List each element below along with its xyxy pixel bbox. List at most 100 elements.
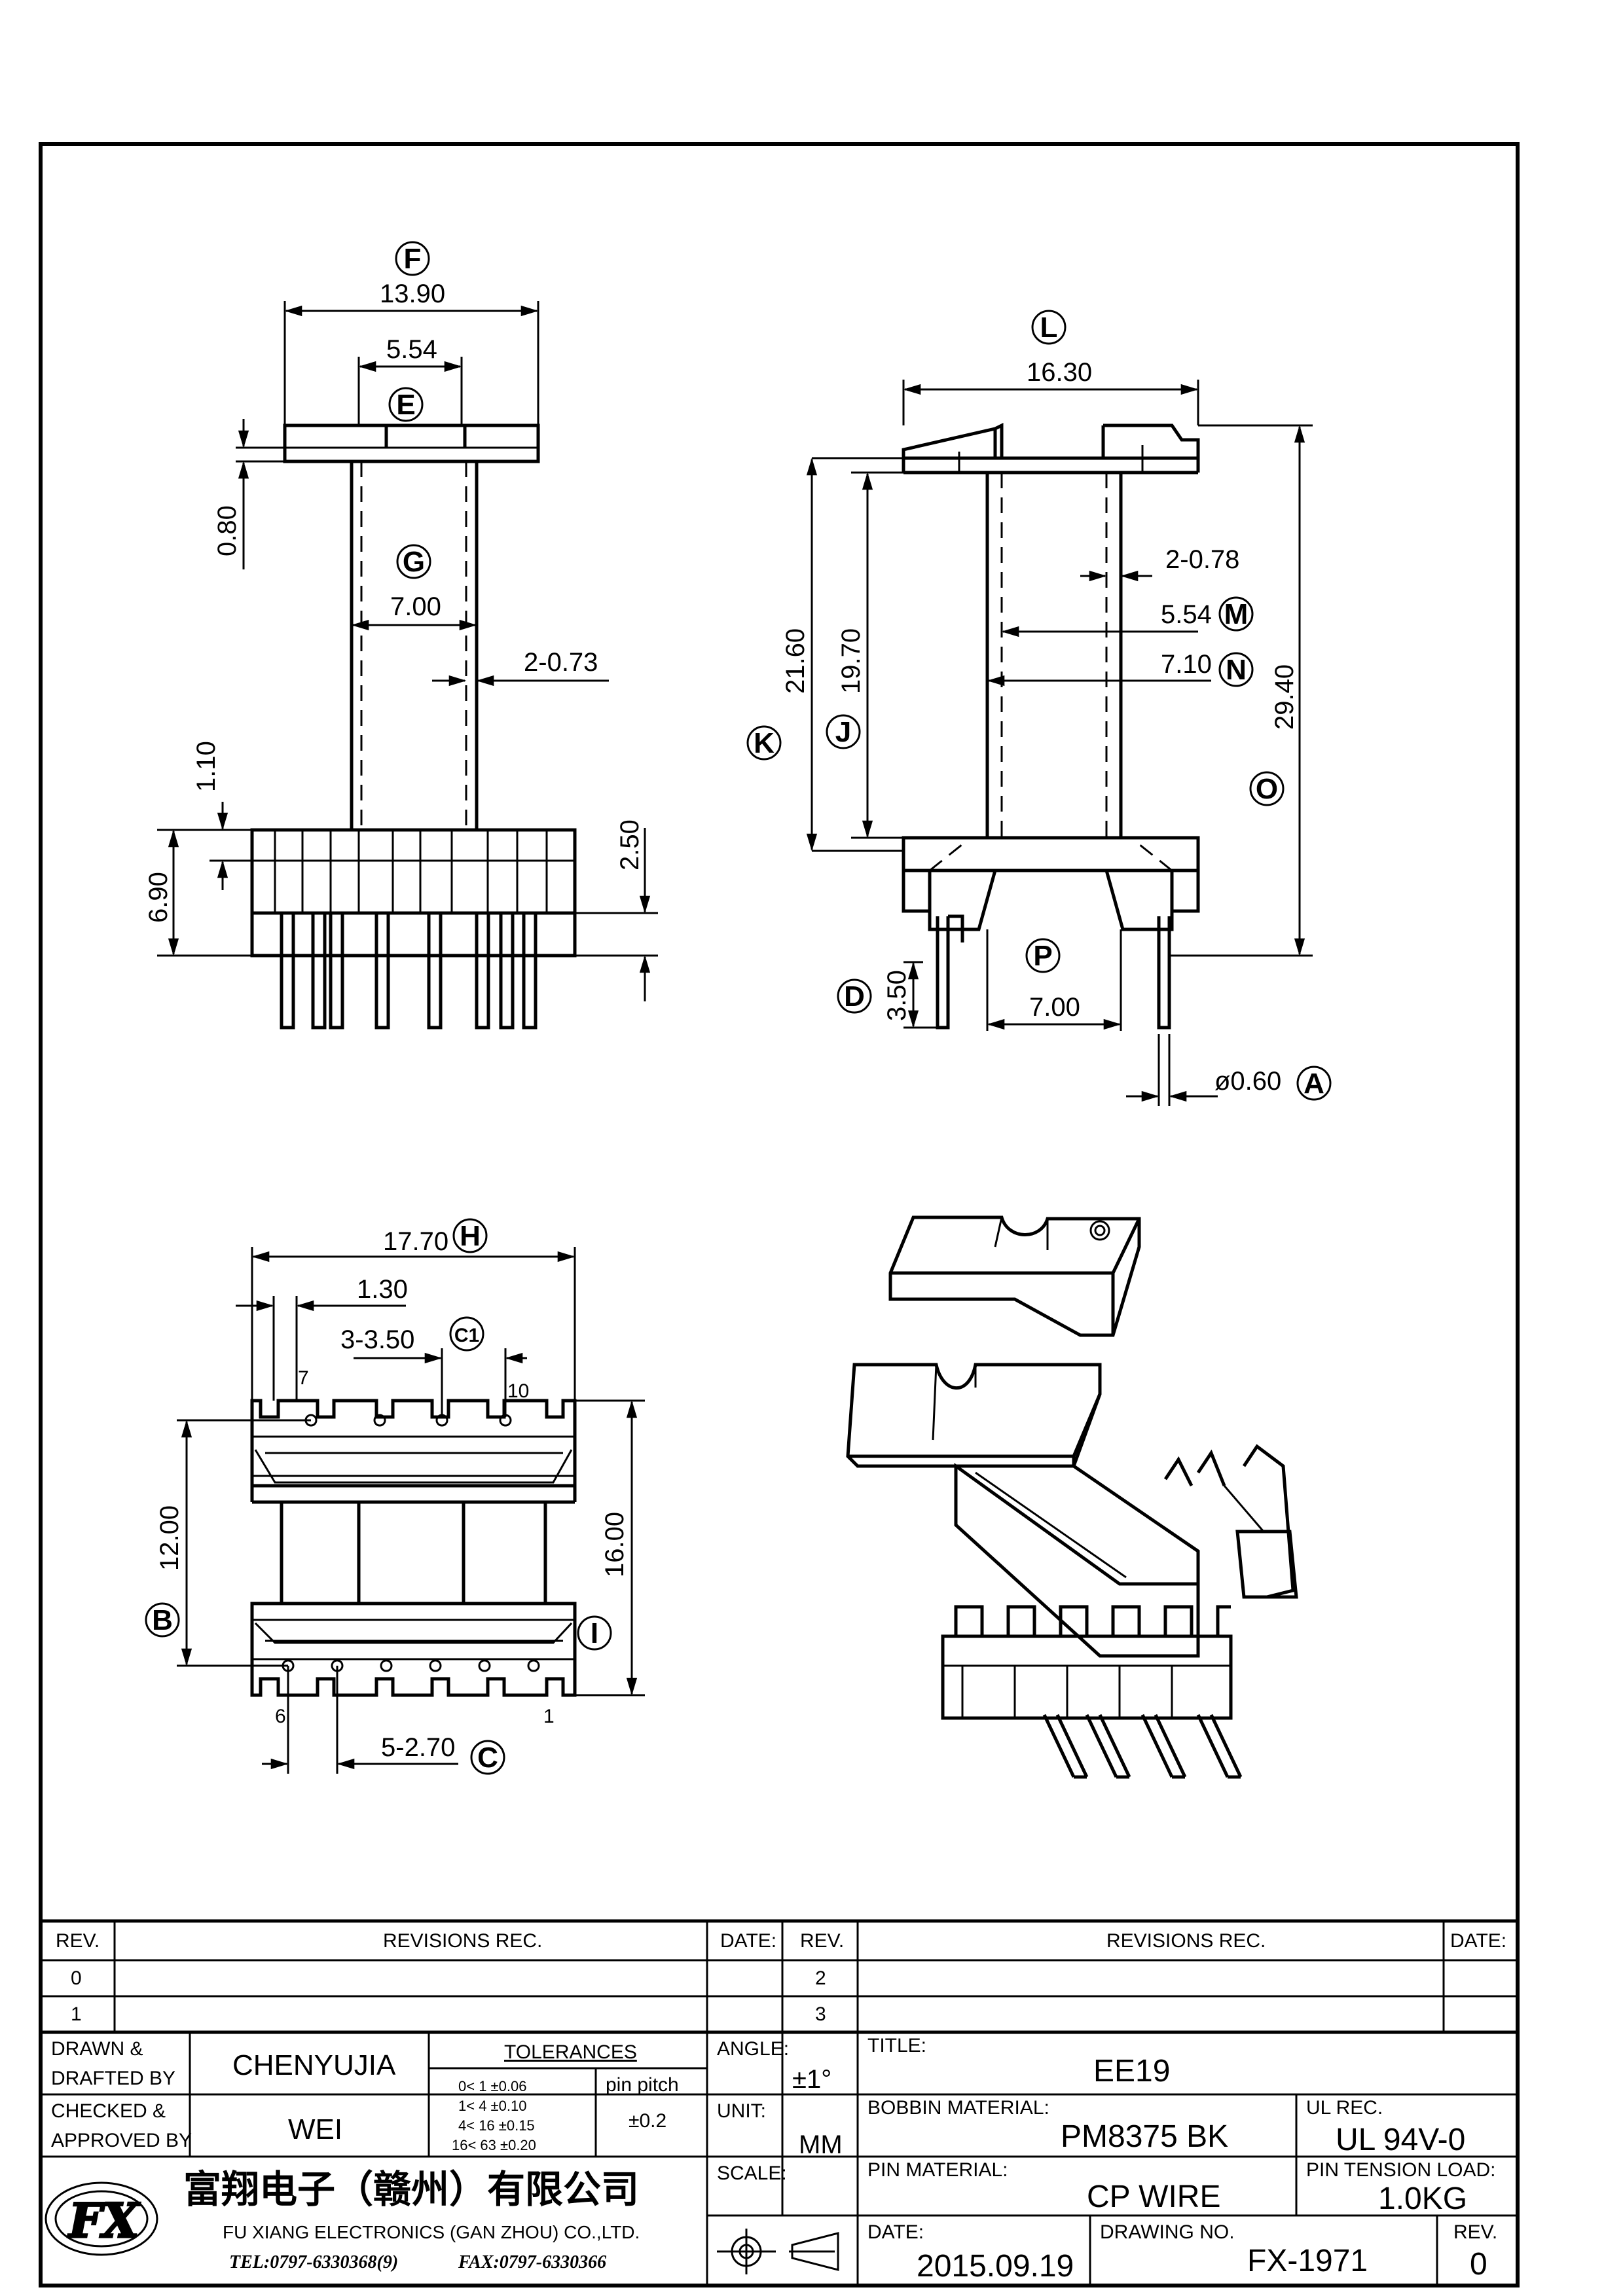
pin-pitch-value: ±0.2: [629, 2110, 666, 2132]
front-view: 13.90 5.54 0.80 7.00 2-0.73 1.10 6.90 2.…: [144, 241, 658, 1030]
drawn-name: CHENYUJIA: [232, 2049, 396, 2081]
callout-p-circle: [1025, 938, 1061, 973]
drawing-no-label: DRAWING NO.: [1100, 2221, 1235, 2243]
dim-h690: 6.90: [144, 872, 173, 923]
dim-n: 7.10: [1161, 650, 1212, 679]
pin-10: 10: [507, 1380, 529, 1402]
callout-h: H: [460, 1220, 481, 1252]
callout-o: O: [1256, 773, 1278, 805]
company-name-chinese: 富翔电子（赣州）有限公司: [183, 2167, 639, 2212]
dim-d: 3.50: [883, 970, 911, 1021]
checked-label-1: CHECKED &: [51, 2100, 166, 2122]
callout-f: F: [404, 243, 422, 275]
dim-c: 5-2.70: [381, 1733, 455, 1762]
ul-rec-value: UL 94V-0: [1336, 2123, 1465, 2157]
title-label: TITLE:: [867, 2035, 926, 2056]
date-header-2: DATE:: [1450, 1930, 1506, 1952]
callout-n: N: [1226, 654, 1247, 686]
callout-o-circle: [1249, 771, 1285, 806]
callout-g: G: [403, 546, 425, 578]
callout-k-circle: [746, 725, 782, 761]
callout-c: C: [477, 1742, 498, 1774]
svg-text:FX: FX: [67, 2193, 141, 2248]
pin-material-value: CP WIRE: [1087, 2179, 1220, 2214]
callout-c1: C1: [454, 1325, 479, 1346]
bobbin-material-value: PM8375 BK: [1061, 2119, 1228, 2154]
isometric-view: [846, 1215, 1298, 1779]
dim-k: 21.60: [781, 628, 810, 694]
rev-label: REV.: [1453, 2221, 1497, 2243]
callout-n-circle: [1218, 652, 1254, 687]
dim-h: 17.70: [383, 1227, 448, 1256]
scale-label: SCALE:: [717, 2162, 787, 2184]
pin-material-label: PIN MATERIAL:: [867, 2159, 1008, 2181]
callout-c1-circle: [449, 1316, 484, 1352]
dim-pin-dia: ø0.60: [1214, 1067, 1281, 1096]
dim-wall-front: 2-0.73: [524, 648, 598, 677]
pin-7: 7: [298, 1367, 309, 1389]
company-fax: FAX:0797-6330366: [458, 2252, 606, 2272]
rev-value: 0: [1470, 2247, 1487, 2282]
callout-e-circle: [388, 387, 424, 422]
dim-h16: 16.00: [600, 1512, 629, 1577]
side-view: 16.30 2-0.78 5.54 7.10 21.60 19.70 29.40…: [746, 310, 1332, 1106]
unit-label: UNIT:: [717, 2100, 766, 2122]
callout-k: K: [754, 727, 775, 759]
pin-1: 1: [543, 1706, 555, 1727]
callout-i-circle: [577, 1615, 612, 1651]
callout-a-circle: [1296, 1066, 1332, 1101]
dim-g: 7.00: [390, 592, 441, 621]
callout-m: M: [1224, 598, 1249, 630]
drawn-label-2: DRAFTED BY: [51, 2068, 175, 2089]
dim-thick: 0.80: [213, 505, 242, 556]
callout-j-circle: [826, 714, 861, 749]
rev-row-0: 0: [71, 1967, 82, 1989]
tolerance-3: 4< 16 ±0.15: [458, 2117, 535, 2134]
ul-rec-label: UL REC.: [1306, 2097, 1383, 2119]
callout-l: L: [1040, 312, 1058, 344]
revisions-rec-header: REVISIONS REC.: [383, 1930, 542, 1952]
bottom-view: 17.70 1.30 3-3.50 12.00 16.00 5-2.70 7 1…: [145, 1218, 645, 1775]
callout-e: E: [396, 389, 415, 421]
callout-c-circle: [470, 1740, 505, 1775]
rev-header: REV.: [56, 1930, 100, 1952]
callout-h-circle: [452, 1218, 488, 1253]
checked-name: WEI: [288, 2113, 342, 2145]
dim-j: 19.70: [837, 628, 866, 694]
callout-m-circle: [1218, 596, 1254, 632]
callout-a: A: [1304, 1067, 1324, 1100]
dim-f: 13.90: [380, 279, 445, 308]
dim-b: 12.00: [155, 1505, 184, 1571]
tolerance-1: 0< 1 ±0.06: [458, 2078, 526, 2094]
callout-p: P: [1033, 940, 1052, 972]
dim-h110: 1.10: [192, 741, 221, 792]
unit-value: MM: [799, 2130, 843, 2159]
company-logo-icon: FX: [45, 2181, 158, 2256]
dim-p: 7.00: [1029, 993, 1080, 1022]
pin-tension-label: PIN TENSION LOAD:: [1306, 2159, 1496, 2181]
company-telephone: TEL:0797-6330368(9): [229, 2252, 398, 2272]
rev-header-2: REV.: [800, 1930, 844, 1952]
rev-row-3: 3: [815, 2003, 826, 2025]
pin-tension-value: 1.0KG: [1378, 2181, 1467, 2216]
dim-c1: 3-3.50: [340, 1325, 414, 1354]
drawing-no-value: FX-1971: [1247, 2244, 1368, 2278]
date-label: DATE:: [867, 2221, 924, 2243]
revisions-rec-header-2: REVISIONS REC.: [1106, 1930, 1266, 1952]
dim-e-top: 5.54: [386, 335, 437, 364]
rev-row-1: 1: [71, 2003, 82, 2025]
drawn-label-1: DRAWN &: [51, 2038, 143, 2060]
callout-f-circle: [395, 241, 430, 276]
callout-g-circle: [396, 544, 431, 579]
callout-d-circle: [837, 978, 872, 1014]
date-value: 2015.09.19: [917, 2249, 1074, 2284]
pin-6: 6: [275, 1706, 286, 1727]
dim-m: 5.54: [1161, 600, 1212, 629]
checked-label-2: APPROVED BY: [51, 2130, 192, 2151]
sheet-border: [39, 142, 1520, 2287]
dim-l: 16.30: [1027, 358, 1092, 387]
title-block: REV. REVISIONS REC. DATE: REV. REVISIONS…: [41, 1919, 1518, 2286]
dim-p130: 1.30: [357, 1275, 408, 1304]
angle-value: ±1°: [792, 2065, 831, 2094]
